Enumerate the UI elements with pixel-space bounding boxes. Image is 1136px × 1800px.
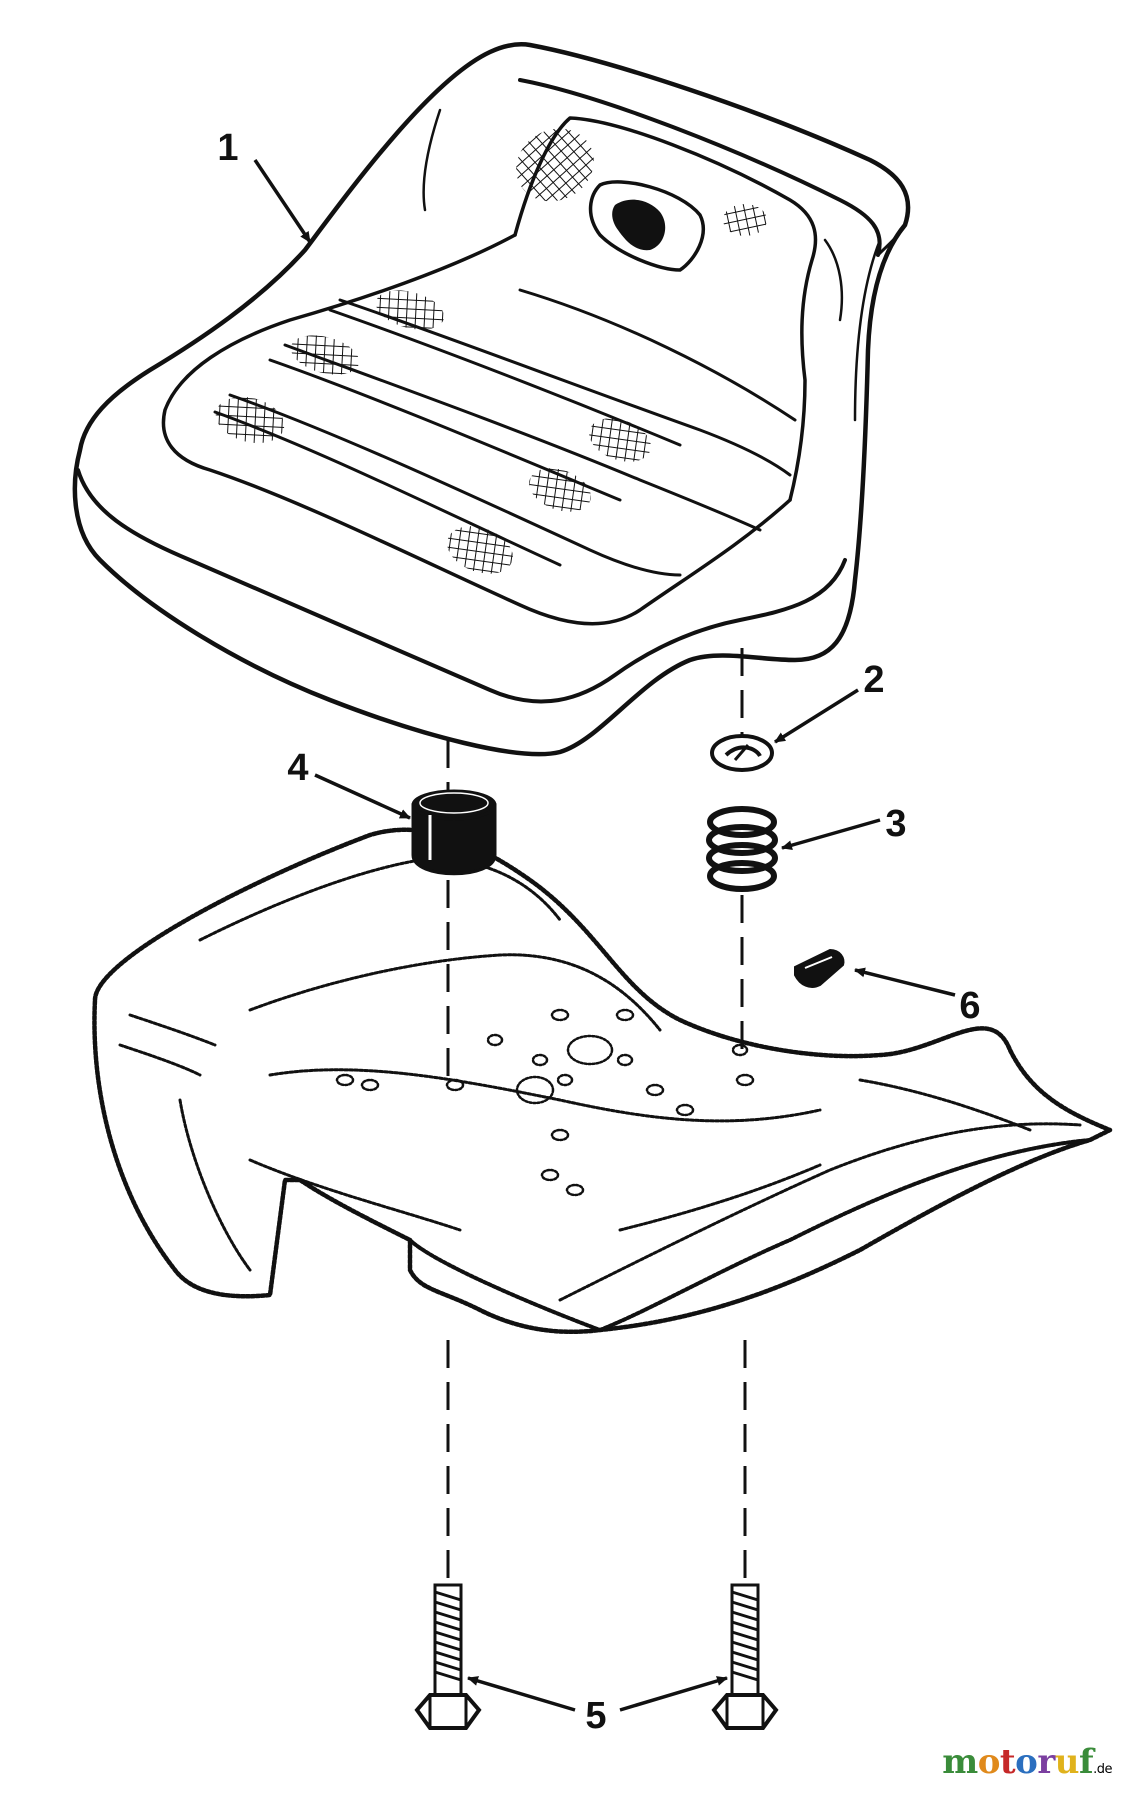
brand-letter: o	[1015, 1742, 1038, 1782]
leader-3	[781, 818, 881, 851]
brand-letter: f	[1078, 1742, 1094, 1782]
seat-emblem	[588, 180, 705, 272]
leader-2	[774, 688, 859, 744]
brand-letter: t	[999, 1742, 1016, 1782]
brand-letter: m	[942, 1742, 978, 1782]
brand-letter: u	[1054, 1742, 1080, 1782]
leader-5a	[467, 1676, 576, 1712]
seat-pan	[161, 233, 792, 626]
brand-letter: o	[977, 1742, 1001, 1782]
callout-2: 2	[863, 659, 884, 701]
bumper-part	[411, 789, 497, 876]
callout-3: 3	[885, 803, 906, 845]
fender-pan-part	[92, 827, 1113, 1335]
callout-6: 6	[959, 985, 980, 1027]
fender-pan-outline	[92, 827, 1113, 1335]
callout-4: 4	[287, 747, 308, 789]
leader-4	[314, 773, 411, 820]
motoruf-watermark: motoruf.de	[942, 1742, 1112, 1782]
seat-bottom-rim	[76, 468, 847, 704]
brand-tld: .de	[1093, 1762, 1112, 1777]
bolt-part-left	[414, 1583, 482, 1730]
brand-letter: r	[1037, 1742, 1055, 1782]
callout-1: 1	[217, 127, 238, 169]
seat-outline	[72, 42, 911, 757]
leader-6	[854, 967, 956, 997]
clip-part	[794, 948, 845, 988]
brand-letters: motoruf	[942, 1742, 1093, 1782]
leader-arrows	[253, 159, 956, 1712]
spring-part	[706, 806, 778, 892]
seat-back-rim	[518, 78, 882, 257]
fender-mount-holes	[335, 1008, 755, 1197]
bolt-part-right	[711, 1583, 779, 1730]
callout-5: 5	[585, 1695, 606, 1737]
seat-part	[72, 42, 911, 757]
leader-1	[253, 159, 312, 243]
seat-mesh-texture	[215, 128, 767, 574]
seat-back-panel	[513, 116, 818, 502]
leader-5b	[619, 1676, 728, 1712]
assembly-center-lines	[446, 648, 747, 1580]
washer-part	[710, 734, 774, 772]
